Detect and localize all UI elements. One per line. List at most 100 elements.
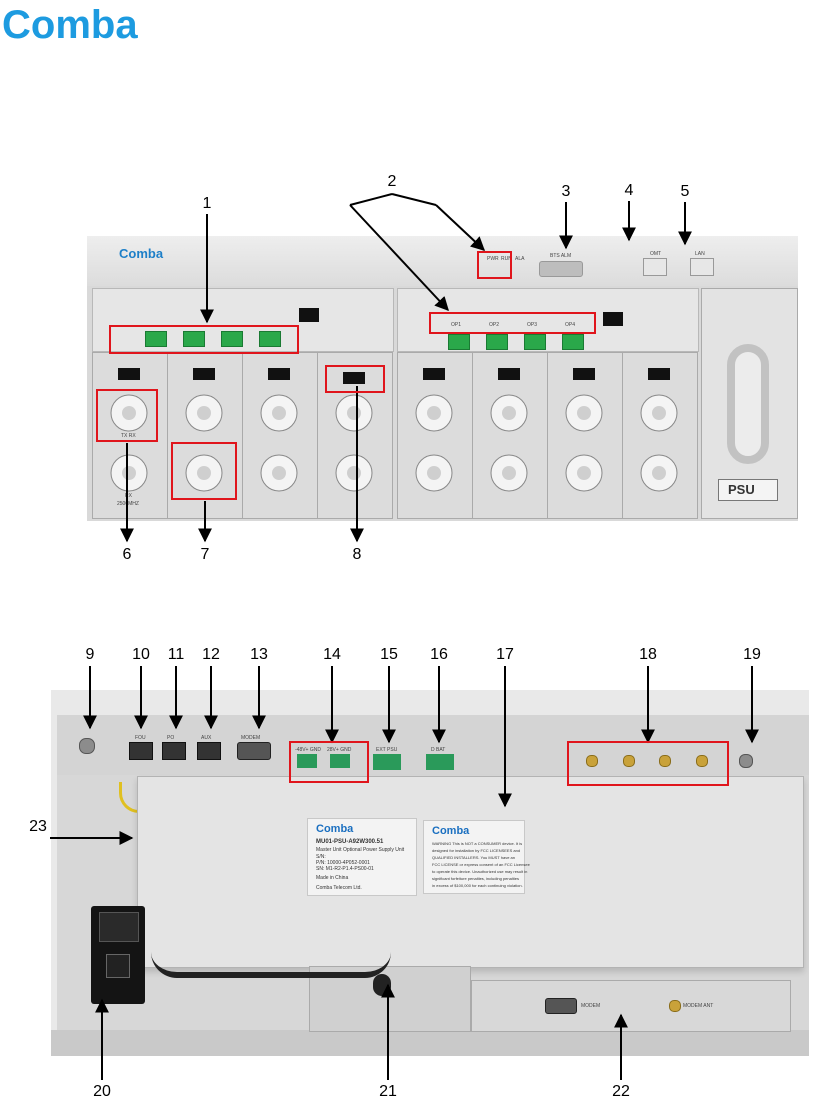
callout-16: 16 xyxy=(430,646,448,663)
callout-8: 8 xyxy=(352,546,362,563)
bottom-module-right xyxy=(471,980,791,1032)
sticker-right-line-2: QUALIFIED INSTALLERS. You MUST have an xyxy=(432,855,515,860)
callout-11: 11 xyxy=(167,646,185,663)
callout-10: 10 xyxy=(132,646,150,663)
callout-21: 21 xyxy=(379,1083,397,1100)
bottom-modem-ant-label: MODEM ANT xyxy=(683,1003,714,1009)
callout-9: 9 xyxy=(85,646,95,663)
highlight-6 xyxy=(96,389,158,442)
highlight-2a xyxy=(477,251,512,279)
modem-db9 xyxy=(545,998,577,1014)
module-window-right xyxy=(603,312,623,326)
front-panel-photo: Comba PWR RUN ALA BTS ALM OMT LAN OP1 OP… xyxy=(87,236,798,521)
modem-ant-sma xyxy=(669,1000,681,1012)
callout-4: 4 xyxy=(624,182,634,199)
sticker-right-line-0: WARNING This is NOT a CONSUMER device. I… xyxy=(432,841,523,846)
callout-22: 22 xyxy=(612,1083,630,1100)
ground-post xyxy=(79,738,95,754)
led-run: RUN xyxy=(501,256,512,262)
sticker-right-brand: Comba xyxy=(432,825,470,837)
op3-label: OP3 xyxy=(527,322,538,328)
panel-brand: Comba xyxy=(119,246,164,261)
sticker-left-line-2: S/N: xyxy=(316,854,326,860)
highlight-18 xyxy=(567,741,729,786)
bts-alm-label: BTS ALM xyxy=(550,253,572,259)
callout-7: 7 xyxy=(200,546,210,563)
dc-terminal-1 xyxy=(297,754,317,768)
power-switch xyxy=(106,954,130,978)
callout-19: 19 xyxy=(743,646,761,663)
aux-label: AUX xyxy=(201,735,212,741)
po-label: PO xyxy=(167,735,175,741)
ext-psu-label: EXT PSU xyxy=(376,747,398,753)
optical-module-left xyxy=(92,288,394,352)
omt-label: OMT xyxy=(650,251,662,257)
lan-port xyxy=(690,258,714,276)
arrow-2-bar-left xyxy=(349,193,393,206)
n-connectors xyxy=(110,394,678,492)
sticker-right-line-5: significant forfeiture penalties, includ… xyxy=(432,876,519,881)
ac-socket xyxy=(99,912,139,942)
led-labels: PWR RUN ALA xyxy=(487,256,527,276)
sticker-right-line-3: FCC LICENSE or express consent of an FCC… xyxy=(432,862,530,867)
sticker-left-line-0: MU01-PSU-A92W300.51 xyxy=(316,839,384,845)
bts-alm-connector xyxy=(539,261,583,277)
arrow-2a xyxy=(349,204,449,312)
comba-logo: Comba xyxy=(2,3,138,47)
op4-label: OP4 xyxy=(565,322,576,328)
sticker-left-line-1: Master Unit Optional Power Supply Unit xyxy=(316,847,405,853)
logo-text: Comba xyxy=(2,3,138,47)
callout-20: 20 xyxy=(93,1083,111,1100)
callout-3: 3 xyxy=(561,183,571,200)
dc2-label: 28V+ GND xyxy=(327,747,352,753)
callout-12: 12 xyxy=(202,646,220,663)
dbat-terminal xyxy=(426,754,454,770)
dbat-label: D BAT xyxy=(431,747,446,753)
black-cable xyxy=(151,952,391,978)
callout-1: 1 xyxy=(202,195,212,212)
sticker-left: Comba MU01-PSU-A92W300.51 Master Unit Op… xyxy=(307,818,417,896)
sticker-right-line-4: to operate this device. Unauthorized use… xyxy=(432,869,528,874)
bottom-modem-label: MODEM xyxy=(581,1003,601,1009)
led-pwr: PWR xyxy=(487,256,499,262)
sticker-left-line-4: SN: M1-R2-P1.4-PS00-01 xyxy=(316,866,374,872)
highlight-1 xyxy=(109,325,299,354)
sticker-left-line-6: Comba Telecom Ltd. xyxy=(316,885,362,891)
arrow-2-bar-right xyxy=(391,193,437,206)
callout-23: 23 xyxy=(29,818,47,835)
sticker-left-line-5: Made in China xyxy=(316,875,349,881)
sticker-right-line-1: designed for installation by FCC LICENSE… xyxy=(432,848,521,853)
highlight-8 xyxy=(325,365,385,393)
sticker-left-line-3: P/N: 10000-4P052-0001 xyxy=(316,860,370,866)
dc1-label: -48V+ GND xyxy=(295,747,321,753)
psu-handle xyxy=(727,344,769,464)
module-window-left xyxy=(299,308,319,322)
op1-label: OP1 xyxy=(451,322,462,328)
ext-psu-terminal xyxy=(373,754,401,770)
sticker-right-line-6: in excess of $100,000 for each continuin… xyxy=(432,883,523,888)
txrx-label: TX RX xyxy=(121,433,136,439)
rj45-fo xyxy=(129,742,153,760)
lan-label: LAN xyxy=(695,251,705,257)
fo-label: FOU xyxy=(135,735,146,741)
callout-5: 5 xyxy=(680,183,690,200)
rear-panel-photo: FOU PO AUX MODEM -48V+ GND 28V+ GND EXT … xyxy=(51,690,809,1056)
op2-label: OP2 xyxy=(489,322,500,328)
sticker-left-brand: Comba xyxy=(316,823,354,835)
callout-6: 6 xyxy=(122,546,132,563)
rj45-aux xyxy=(197,742,221,760)
callout-15: 15 xyxy=(380,646,398,663)
omt-port xyxy=(643,258,667,276)
callout-14: 14 xyxy=(323,646,341,663)
db9-modem xyxy=(237,742,271,760)
highlight-14 xyxy=(289,741,369,783)
highlight-7 xyxy=(171,442,237,500)
callout-13: 13 xyxy=(250,646,268,663)
arrow-2b xyxy=(435,204,486,251)
dc-terminal-2 xyxy=(330,754,350,768)
callout-17: 17 xyxy=(496,646,514,663)
led-ala: ALA xyxy=(515,256,525,262)
sticker-right: Comba WARNING This is NOT a CONSUMER dev… xyxy=(423,820,530,894)
floor xyxy=(51,1030,809,1056)
